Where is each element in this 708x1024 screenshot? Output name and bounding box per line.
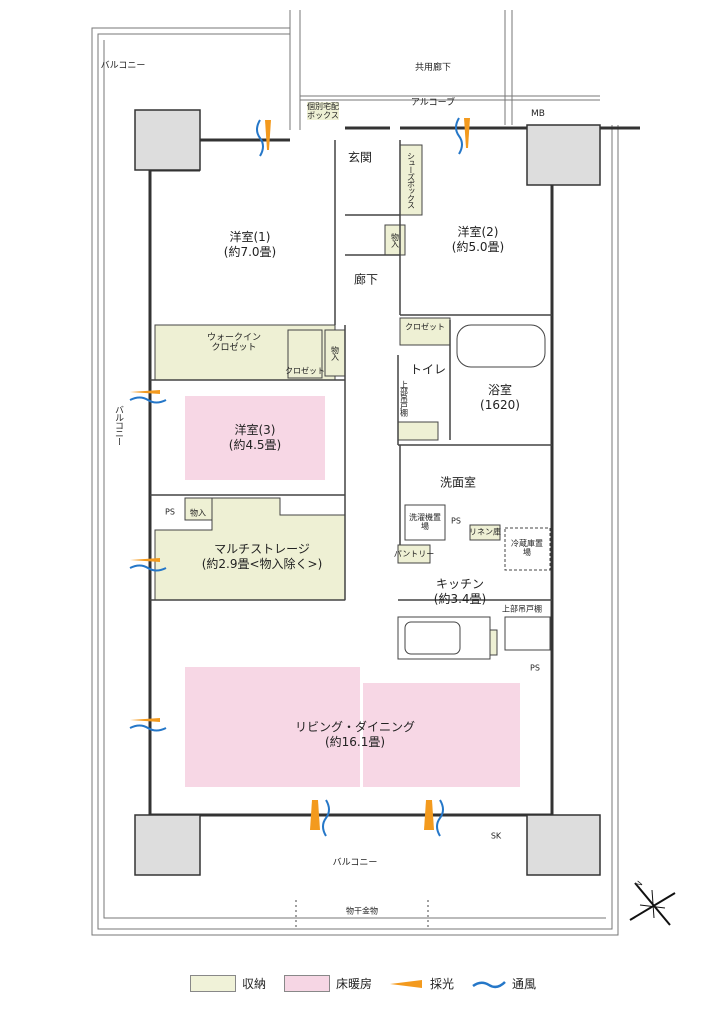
room-name: 洋室(2)	[457, 225, 499, 239]
room-western-2: 洋室(2)(約5.0畳)	[452, 225, 504, 255]
legend-item-floor-heating: 床暖房	[284, 975, 372, 992]
room-western-3: 洋室(3)(約4.5畳)	[229, 423, 281, 453]
toilet-cabinet-label: 上部吊戸棚	[399, 380, 409, 416]
slop-sink-label: SK	[490, 831, 502, 841]
room-name: 浴室	[487, 383, 512, 397]
storage-label: 物入	[330, 346, 340, 360]
pipe-space-label: PS	[451, 516, 461, 526]
closet-label: クロゼット	[405, 322, 445, 332]
room-size: (約2.9畳<物入除く>)	[201, 557, 323, 571]
room-size: (1620)	[480, 398, 520, 412]
room-bath: 浴室(1620)	[480, 383, 520, 413]
walk-in-closet-label: ウォークイン クロゼット	[206, 333, 262, 353]
room-name: 洋室(3)	[234, 423, 276, 437]
room-size: (約7.0畳)	[223, 245, 277, 259]
balcony-label: バルコニー	[100, 61, 146, 71]
kitchen-cabinet-label: 上部吊戸棚	[502, 604, 542, 614]
room-size: (約3.4畳)	[433, 592, 487, 606]
room-multi-storage: マルチストレージ(約2.9畳<物入除く>)	[202, 542, 323, 572]
room-size: (約4.5畳)	[228, 438, 282, 452]
legend-item-light: 採光	[390, 975, 454, 992]
linen-closet-label: リネン庫	[469, 527, 501, 537]
meter-box-label: MB	[531, 109, 545, 119]
balcony-label: バルコニー	[332, 858, 378, 868]
pillars	[134, 109, 601, 876]
light-icon	[390, 979, 423, 988]
storage-label: 物入	[390, 233, 400, 247]
legend: 収納 床暖房 採光 通風	[190, 975, 546, 992]
pipe-space-label: PS	[165, 507, 175, 517]
room-size: (約16.1畳)	[324, 735, 386, 749]
fridge-space-label: 冷蔵庫置場	[511, 539, 543, 557]
legend-label: 採光	[430, 977, 455, 991]
balcony-railing	[91, 10, 619, 936]
legend-label: 床暖房	[336, 977, 373, 991]
legend-label: 通風	[512, 977, 537, 991]
fridge-space	[504, 527, 551, 571]
floor-heating-areas	[185, 396, 520, 787]
room-entrance: 玄関	[347, 150, 373, 165]
storage-label: 物入	[190, 508, 206, 518]
common-corridor-label: 共用廊下	[414, 63, 452, 73]
balcony-label: バルコニー	[113, 405, 123, 445]
legend-label: 収納	[242, 977, 267, 991]
room-hallway: 廊下	[353, 272, 379, 287]
room-toilet: トイレ	[409, 362, 447, 377]
room-western-1: 洋室(1)(約7.0畳)	[224, 230, 276, 260]
bathtub	[456, 324, 546, 368]
pipe-space-label: PS	[530, 663, 540, 673]
closet-label: クロゼット	[285, 366, 325, 376]
pantry-label: パントリー	[393, 549, 435, 559]
delivery-box-label: 個別宅配 ボックス	[307, 102, 339, 120]
legend-swatch	[190, 975, 236, 992]
room-washroom: 洗面室	[439, 475, 477, 490]
washer-space	[404, 504, 446, 541]
ventilation-icon	[472, 980, 506, 988]
room-kitchen: キッチン(約3.4畳)	[434, 577, 486, 607]
alcove-label: アルコーブ	[410, 98, 456, 108]
room-name: キッチン	[435, 577, 485, 591]
light-markers	[130, 118, 470, 830]
washer-space-label: 洗濯機置場	[409, 513, 441, 531]
room-name: リビング・ダイニング	[294, 720, 416, 734]
legend-item-ventilation: 通風	[472, 975, 536, 992]
legend-item-storage: 収納	[190, 975, 266, 992]
room-name: 洋室(1)	[229, 230, 271, 244]
ventilation-markers	[129, 117, 463, 837]
interior-walls	[150, 140, 552, 601]
room-size: (約5.0畳)	[451, 240, 505, 254]
drying-hardware-label: 物干金物	[346, 906, 378, 916]
shoebox-label: シューズボックス	[406, 152, 416, 208]
legend-swatch	[284, 975, 331, 992]
room-name: マルチストレージ	[214, 542, 310, 556]
room-living-dining: リビング・ダイニング(約16.1畳)	[295, 720, 415, 750]
kitchen-counter	[397, 616, 491, 660]
stove	[504, 616, 551, 651]
sink	[404, 621, 461, 655]
compass-icon	[629, 882, 676, 926]
